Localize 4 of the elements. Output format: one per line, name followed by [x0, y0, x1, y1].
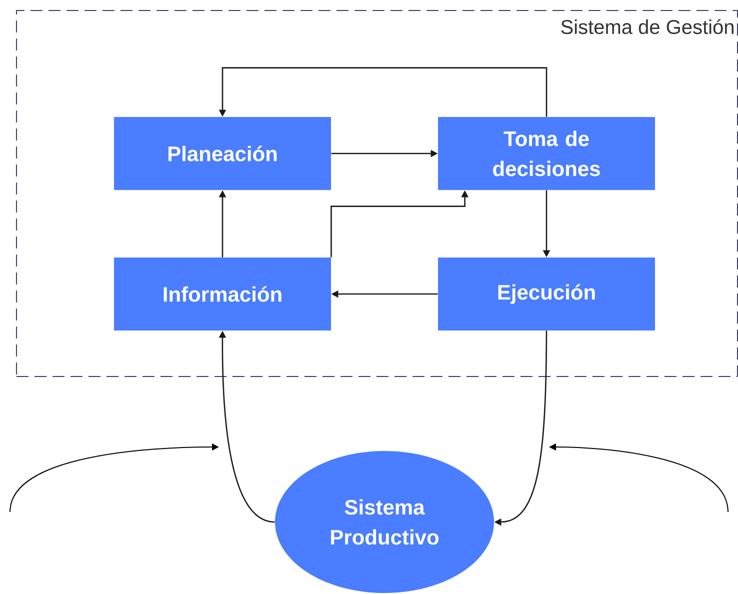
process-box: Toma de decisiones: [438, 117, 655, 190]
process-box: Información: [114, 258, 331, 330]
process-box: Planeación: [114, 117, 331, 190]
process-box: Ejecución: [438, 258, 655, 330]
